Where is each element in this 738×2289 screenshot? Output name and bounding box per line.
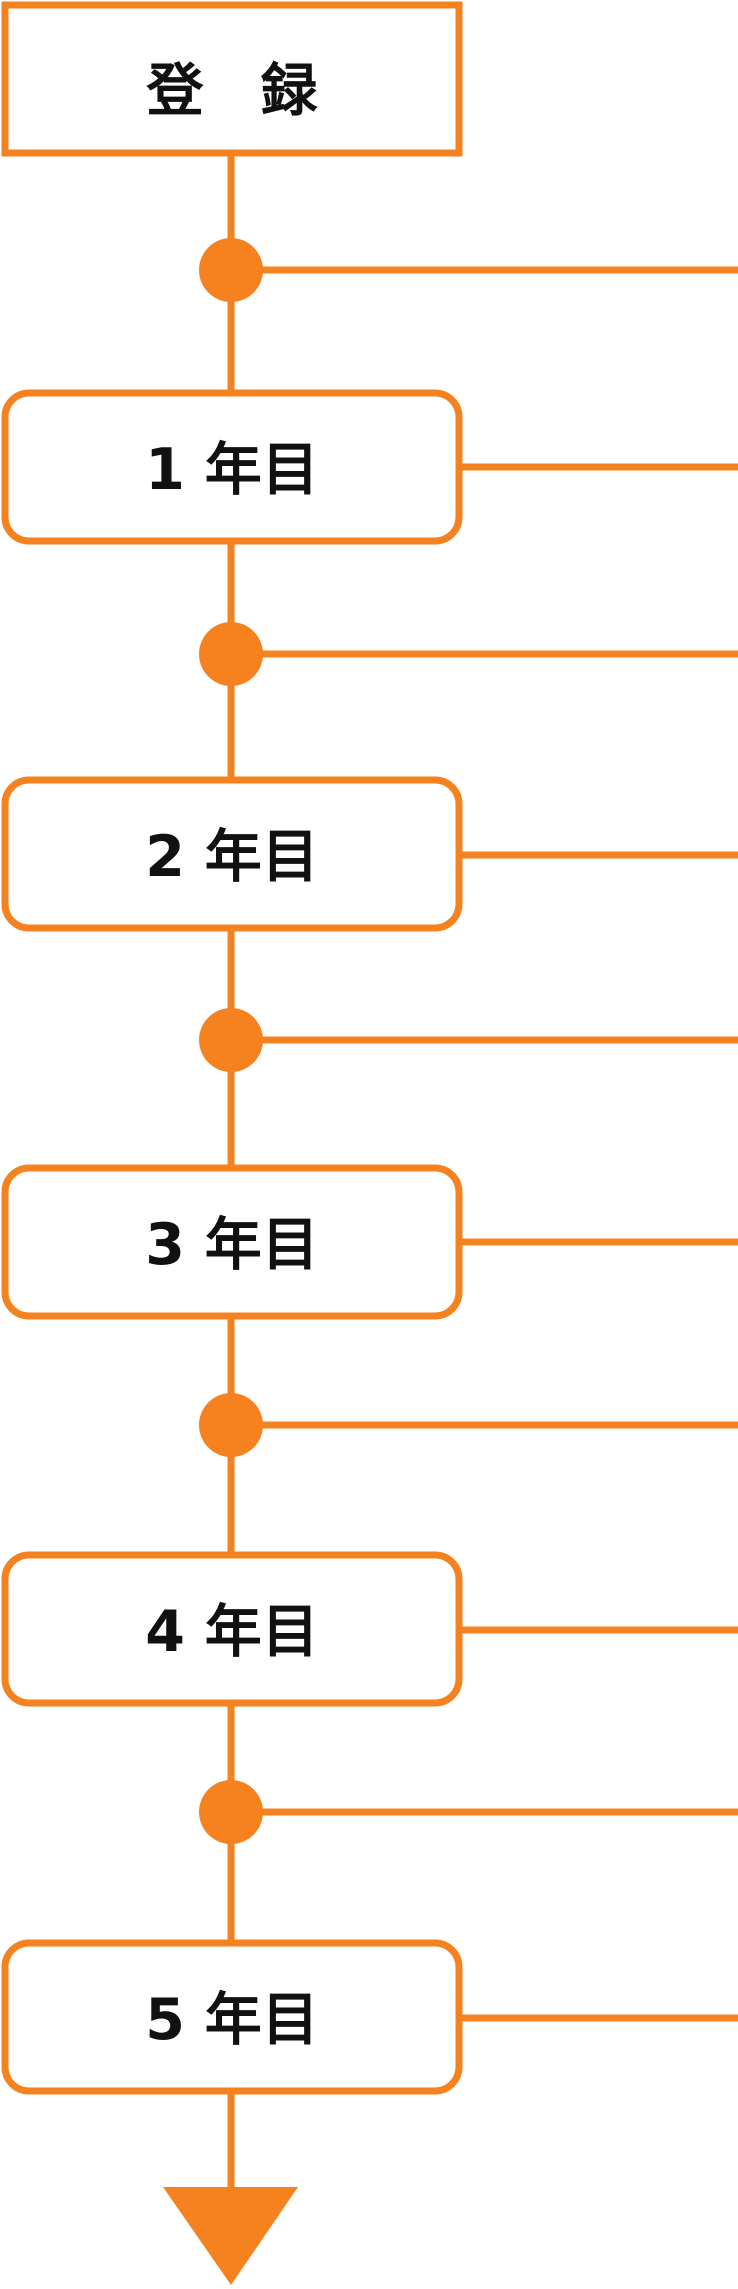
year-box: 4 年目 (1, 1551, 738, 1707)
year-box-frame (1, 776, 463, 932)
milestone-node (199, 622, 738, 686)
year-box-frame (1, 1164, 463, 1320)
milestone-node (199, 1393, 738, 1457)
year-box: 3 年目 (1, 1164, 738, 1320)
year-box-frame (1, 1939, 463, 2095)
milestone-dot (199, 1780, 263, 1844)
year-label: 5 年目 (145, 1987, 319, 2053)
year-label: 2 年目 (145, 824, 319, 890)
milestone-dot (199, 622, 263, 686)
milestone-node (199, 238, 738, 302)
registration-box: 登 録 (1, 1, 463, 157)
year-box: 2 年目 (1, 776, 738, 932)
year-label: 4 年目 (145, 1599, 319, 1665)
year-box-frame (1, 1551, 463, 1707)
milestone-node (199, 1008, 738, 1072)
milestone-dot (199, 238, 263, 302)
year-label: 1 年目 (145, 437, 319, 503)
year-label: 3 年目 (145, 1212, 319, 1278)
registration-label: 登 録 (146, 58, 319, 124)
milestone-dot (199, 1008, 263, 1072)
year-box-frame (1, 389, 463, 545)
milestone-dot (199, 1393, 263, 1457)
registration-box-frame (1, 1, 463, 157)
arrow-down-icon (163, 2187, 298, 2285)
year-box: 1 年目 (1, 389, 738, 545)
milestone-node (199, 1780, 738, 1844)
year-box: 5 年目 (1, 1939, 738, 2095)
